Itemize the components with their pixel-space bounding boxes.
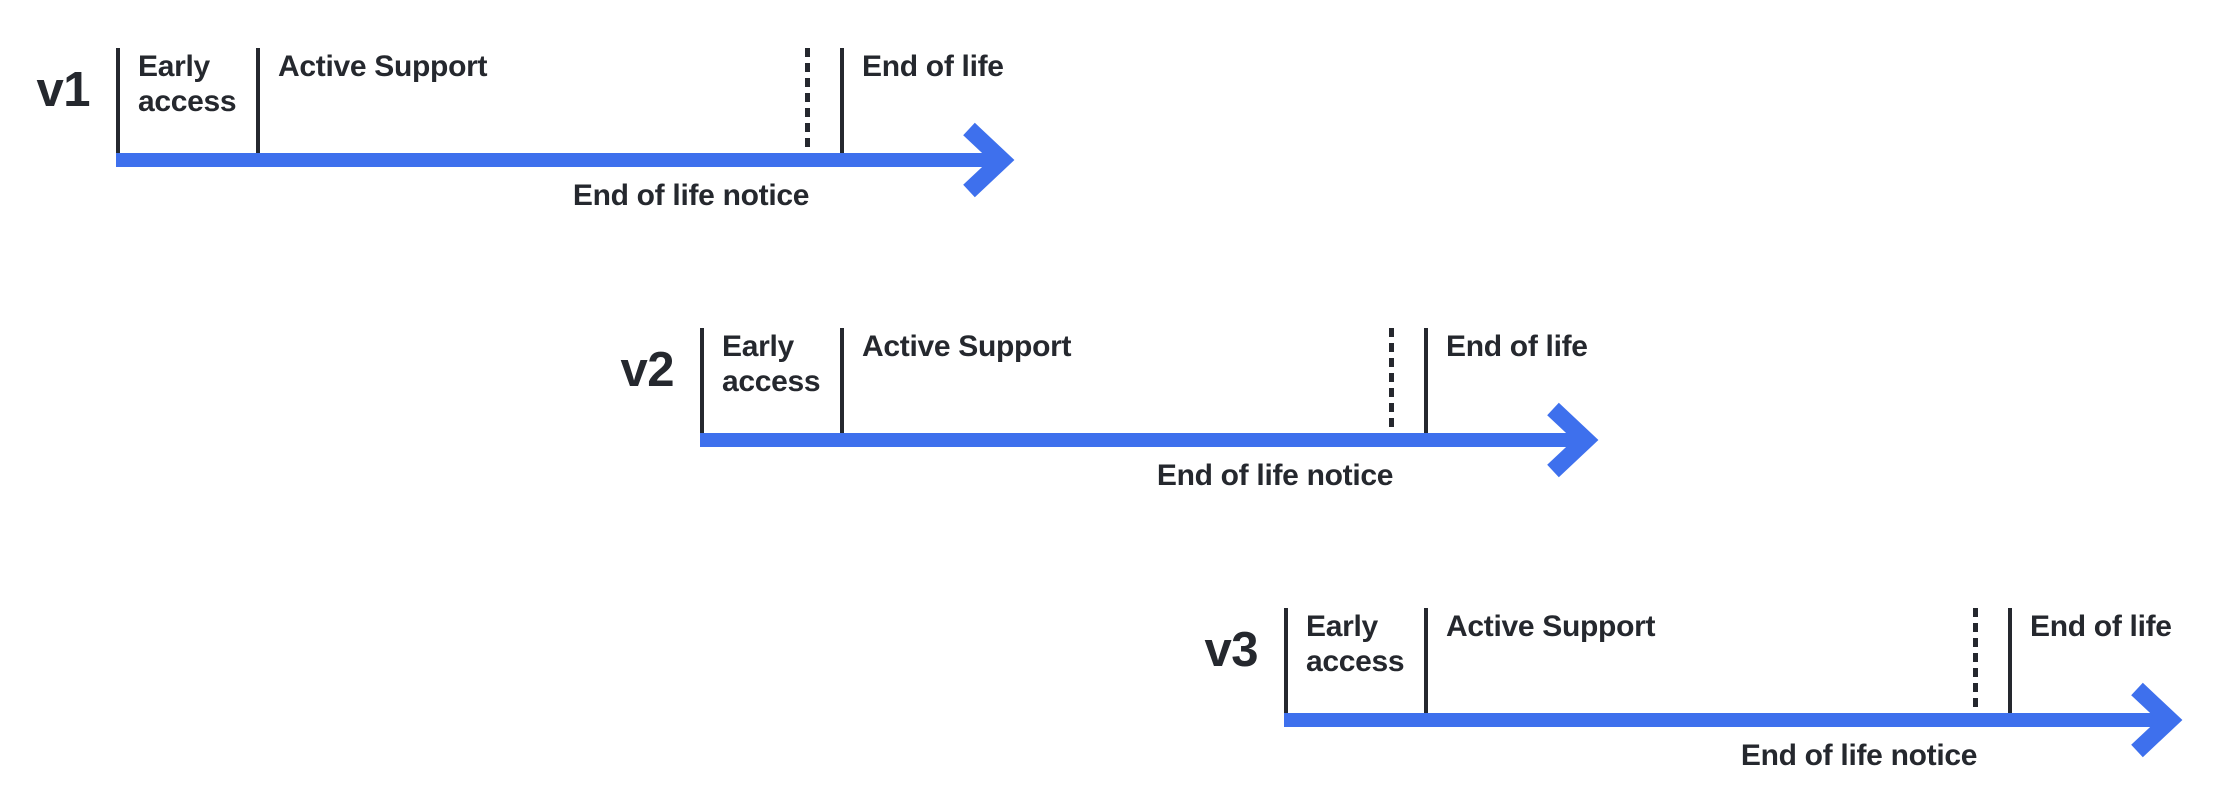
end-of-life-notice-dashed-tick (1389, 328, 1394, 427)
active-support-start-tick (256, 48, 260, 153)
end-of-life-tick (2008, 608, 2012, 713)
arrow-head-icon (1547, 402, 1599, 478)
end-of-life-notice-label: End of life notice (572, 179, 810, 212)
end-of-life-notice-dashed-tick (1973, 608, 1978, 707)
end-of-life-label: End of life (862, 50, 1004, 83)
end-of-life-notice-dashed-tick (805, 48, 810, 147)
active-support-start-tick (840, 328, 844, 433)
end-of-life-label: End of life (2030, 610, 2172, 643)
early-access-label: Early access (722, 330, 821, 398)
timeline-arrow (700, 402, 1599, 478)
arrow-shaft (1284, 713, 2158, 727)
arrow-shaft (116, 153, 990, 167)
timeline-arrow (116, 122, 1015, 198)
arrow-shaft (700, 433, 1574, 447)
end-of-life-tick (1424, 328, 1428, 433)
timeline-v2: v2 Early access Active Support End of li… (442, 323, 1612, 498)
end-of-life-tick (840, 48, 844, 153)
active-support-start-tick (1424, 608, 1428, 713)
timeline-v1: v1 Early access Active Support End of li… (0, 43, 1028, 218)
arrow-head-icon (963, 122, 1015, 198)
end-of-life-notice-label: End of life notice (1156, 459, 1394, 492)
active-support-label: Active Support (278, 50, 488, 83)
early-access-label: Early access (1306, 610, 1405, 678)
timeline-arrow (1284, 682, 2183, 758)
arrow-head-icon (2131, 682, 2183, 758)
version-label: v2 (620, 343, 674, 397)
early-access-label: Early access (138, 50, 237, 118)
version-label: v3 (1204, 623, 1258, 677)
version-label: v1 (36, 63, 90, 117)
early-access-start-tick (700, 328, 704, 433)
end-of-life-label: End of life (1446, 330, 1588, 363)
end-of-life-notice-label: End of life notice (1740, 739, 1978, 772)
active-support-label: Active Support (862, 330, 1072, 363)
early-access-start-tick (1284, 608, 1288, 713)
early-access-start-tick (116, 48, 120, 153)
active-support-label: Active Support (1446, 610, 1656, 643)
timeline-v3: v3 Early access Active Support End of li… (1026, 603, 2196, 778)
